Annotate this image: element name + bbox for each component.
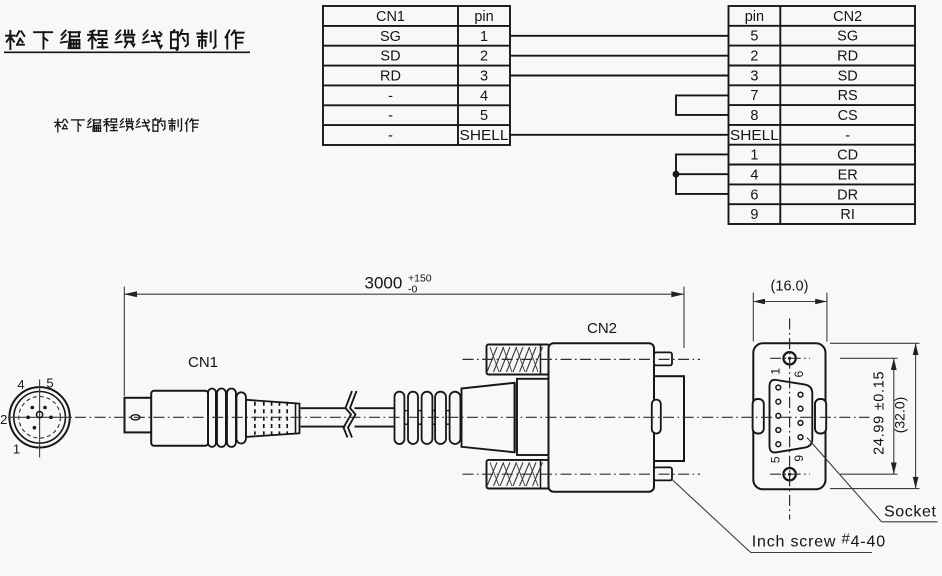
svg-text:RD: RD (380, 69, 401, 85)
svg-text:CN1: CN1 (376, 9, 405, 25)
svg-text:-: - (845, 128, 850, 144)
svg-text:2: 2 (750, 49, 758, 65)
svg-text:5: 5 (750, 29, 758, 45)
svg-text:Socket: Socket (884, 504, 937, 521)
svg-text:SG: SG (380, 29, 401, 45)
svg-text:3000: 3000 (365, 274, 403, 293)
svg-text:CS: CS (838, 108, 858, 124)
svg-text:-0: -0 (408, 284, 417, 296)
svg-text:(16.0): (16.0) (771, 279, 809, 295)
svg-text:SD: SD (838, 68, 858, 84)
svg-text:4: 4 (17, 377, 24, 392)
svg-text:-: - (388, 88, 393, 104)
svg-text:(32.0): (32.0) (892, 397, 908, 434)
svg-text:ER: ER (838, 168, 858, 184)
svg-text:6: 6 (792, 371, 806, 378)
svg-text:4: 4 (750, 168, 758, 184)
svg-text:CN1: CN1 (188, 354, 218, 371)
svg-text:6: 6 (750, 187, 758, 203)
svg-text:DR: DR (837, 187, 858, 203)
svg-text:5: 5 (46, 376, 53, 391)
svg-text:pin: pin (474, 9, 493, 25)
svg-text:1: 1 (13, 441, 20, 456)
svg-text:SHELL: SHELL (460, 128, 509, 144)
svg-text:RD: RD (837, 49, 858, 65)
svg-text:RI: RI (840, 207, 855, 223)
svg-text:5: 5 (480, 108, 488, 124)
svg-text:1: 1 (480, 29, 488, 45)
svg-text:24.99 ±0.15: 24.99 ±0.15 (872, 371, 888, 455)
svg-text:SHELL: SHELL (730, 128, 779, 144)
svg-text:1: 1 (768, 368, 782, 375)
svg-text:pin: pin (745, 9, 764, 25)
svg-text:SD: SD (380, 49, 400, 65)
svg-text:Inch screw #4-40: Inch screw #4-40 (752, 531, 886, 551)
svg-text:3: 3 (480, 69, 488, 85)
svg-text:-: - (388, 108, 393, 124)
svg-text:3: 3 (750, 68, 758, 84)
svg-text:1: 1 (750, 148, 758, 164)
svg-text:2: 2 (480, 49, 488, 65)
svg-text:SG: SG (837, 29, 858, 45)
svg-text:4: 4 (480, 88, 488, 104)
svg-text:5: 5 (768, 456, 782, 463)
svg-text:+150: +150 (408, 273, 432, 285)
svg-text:CN2: CN2 (833, 9, 862, 25)
svg-text:9: 9 (792, 455, 806, 462)
svg-text:7: 7 (750, 88, 758, 104)
svg-text:CD: CD (837, 148, 858, 164)
svg-text:2: 2 (0, 412, 7, 427)
svg-text:8: 8 (750, 108, 758, 124)
svg-text:CN2: CN2 (587, 320, 617, 337)
svg-text:-: - (388, 128, 393, 144)
svg-text:9: 9 (750, 207, 758, 223)
svg-text:RS: RS (838, 88, 858, 104)
